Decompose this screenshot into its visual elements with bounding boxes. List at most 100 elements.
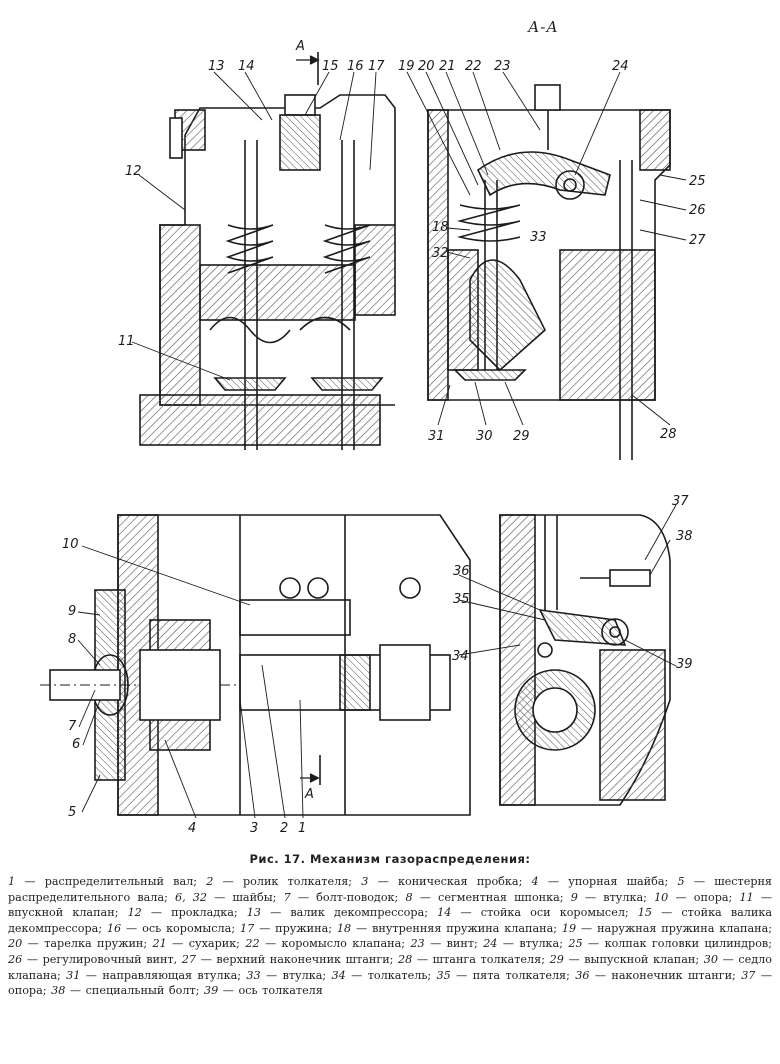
legend-number: 29: [549, 952, 564, 966]
label-37: 37: [672, 494, 689, 509]
legend-description: — толкатель;: [345, 968, 437, 982]
legend-description: — втулка;: [260, 968, 332, 982]
legend-entry: 11 — впускной клапан;: [8, 891, 772, 920]
legend-entry: 7 — болт-поводок;: [284, 891, 406, 904]
label-30: 30: [476, 429, 493, 444]
legend-description: — стойка оси коромысел;: [451, 906, 638, 920]
legend-entry: 34 — толкатель;: [332, 969, 437, 982]
section-title-a-a: А-А: [528, 18, 559, 36]
legend-number: 34: [331, 968, 346, 982]
label-39: 39: [676, 657, 693, 672]
legend-number: 7: [283, 890, 291, 904]
label-14: 14: [238, 59, 255, 74]
legend-number: 13: [246, 906, 261, 920]
leader-lines: [77, 71, 687, 819]
legend-number: 16: [106, 921, 122, 935]
label-4: 4: [188, 821, 196, 836]
legend-number: 11: [739, 890, 754, 904]
legend-entry: 21 — сухарик;: [153, 937, 246, 950]
label-6: 6: [72, 737, 80, 752]
legend-description: — распределительный вал;: [15, 875, 207, 888]
legend-description: — регулировочный винт,: [22, 952, 182, 966]
legend-description: — наружная пружина клапана;: [576, 921, 773, 935]
legend-entry: 15 — стойка валика декомпрессора;: [8, 906, 772, 935]
legend-description: — опора;: [8, 968, 772, 998]
legend-entry: 19 — наружная пружина клапана;: [562, 922, 772, 935]
legend-number: 38: [51, 984, 66, 998]
label-9: 9: [68, 604, 76, 619]
legend-number: 9: [570, 890, 578, 904]
legend-description: — опора;: [668, 890, 740, 904]
legend-number: 4: [531, 875, 539, 888]
legend-entry: 33 — втулка;: [246, 969, 331, 982]
legend-number: 15: [637, 906, 653, 920]
legend-entry: 10 — опора;: [654, 891, 739, 904]
legend-number: 18: [336, 921, 352, 935]
legend-entry: 36 — наконечник штанги;: [575, 969, 741, 982]
part-labels: 13 14 15 16 17 12 11 19 20 21 22 23 24 2…: [62, 39, 706, 836]
legend-number: 26: [8, 952, 23, 966]
head-longitudinal-section: [139, 52, 396, 450]
label-7: 7: [68, 719, 77, 734]
legend-description: — втулка;: [497, 937, 569, 951]
legend-number: 28: [398, 952, 413, 966]
legend-entry: 24 — втулка;: [483, 937, 568, 950]
legend-description: — штанга толкателя;: [412, 952, 550, 966]
label-18: 18: [432, 220, 449, 235]
label-8: 8: [68, 632, 76, 647]
legend-entry: 16 — ось коромысла;: [107, 922, 240, 935]
legend-entry: 23 — винт;: [410, 937, 483, 950]
legend-entry: 20 — тарелка пружин;: [8, 937, 153, 950]
legend-number: 22: [245, 937, 260, 951]
legend-number: 20: [8, 937, 23, 951]
label-20: 20: [418, 59, 435, 74]
label-2: 2: [280, 821, 288, 836]
legend-number: 39: [203, 984, 219, 998]
legend-description: — ось коромысла;: [121, 921, 240, 935]
label-3: 3: [250, 821, 258, 836]
label-38: 38: [676, 529, 693, 544]
legend-number: 14: [437, 906, 452, 920]
legend-entry: 18 — внутренняя пружина клапана;: [337, 922, 562, 935]
legend-description: — шайбы;: [207, 890, 284, 904]
legend-number: 30: [703, 952, 718, 966]
legend-entry: 13 — валик декомпрессора;: [247, 906, 437, 919]
legend-description: — специальный болт;: [65, 984, 204, 998]
label-25: 25: [689, 174, 706, 189]
label-15: 15: [322, 59, 339, 74]
camshaft-view: [40, 514, 471, 816]
legend-description: — коническая пробка;: [368, 875, 532, 888]
label-32: 32: [432, 246, 449, 261]
legend-description: — сегментная шпонка;: [412, 890, 571, 904]
label-16: 16: [347, 59, 364, 74]
legend-entry: 30 — седло клапана;: [8, 953, 772, 982]
legend-number: 23: [410, 937, 425, 951]
legend-entry: 8 — сегментная шпонка;: [405, 891, 570, 904]
legend-entry: 38 — специальный болт;: [51, 984, 204, 997]
figure-caption: Рис. 17. Механизм газораспределения: 1 —…: [8, 852, 772, 999]
label-13: 13: [208, 59, 225, 74]
legend-entry: 12 — прокладка;: [128, 906, 247, 919]
legend-number: 1: [8, 875, 16, 888]
legend-number: 21: [152, 937, 167, 951]
label-29: 29: [513, 429, 530, 444]
legend-description: — выпускной клапан;: [563, 952, 704, 966]
legend-number: 25: [568, 937, 583, 951]
legend-number: 27: [181, 952, 197, 966]
label-34: 34: [452, 649, 469, 664]
legend-number: 36: [575, 968, 590, 982]
legend-entry: 29 — выпускной клапан;: [550, 953, 704, 966]
legend-description: — винт;: [424, 937, 484, 951]
label-27: 27: [689, 233, 706, 248]
legend-entry: 2 — ролик толкателя;: [206, 875, 361, 888]
caption-title: Рис. 17. Механизм газораспределения:: [249, 852, 531, 866]
legend-entry: 28 — штанга толкателя;: [398, 953, 550, 966]
legend-number: 31: [66, 968, 81, 982]
label-1: 1: [298, 821, 306, 836]
legend-entry: 9 — втулка;: [571, 891, 654, 904]
legend-description: — сухарик;: [166, 937, 246, 951]
legend-number: 5: [677, 875, 685, 888]
legend-number: 19: [561, 921, 577, 935]
legend-number: 2: [206, 875, 214, 888]
label-21: 21: [439, 59, 456, 74]
